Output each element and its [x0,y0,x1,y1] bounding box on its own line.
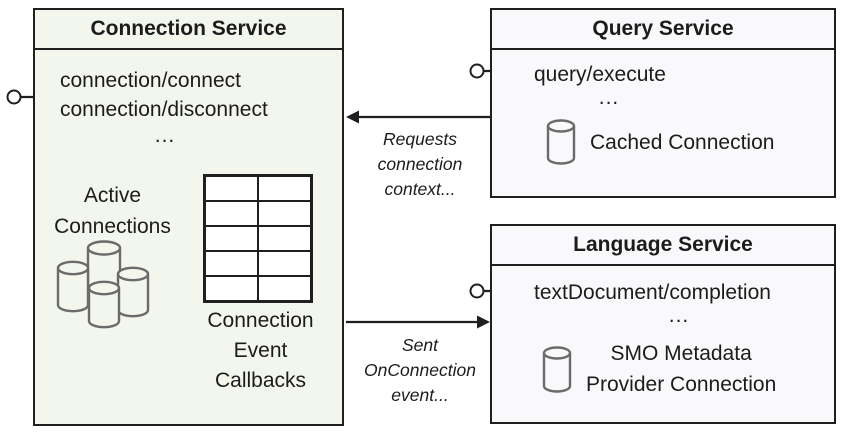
query-service-box: Query Service query/execute ... Cached C… [490,8,836,198]
cached-connection-label: Cached Connection [590,130,775,154]
active-connections-label-line1: Active [83,184,142,207]
arrow-label-line: Sent [402,335,438,355]
callbacks-table-cell [258,251,311,276]
endpoint-textdocument-completion: textDocument/completion [534,281,771,304]
arrow-label-requests-connection-context: Requests connection context... [352,127,488,202]
callbacks-table-cell [205,251,258,276]
endpoint-connection-connect: connection/connect [60,69,241,92]
database-icon [546,119,576,165]
smo-connection-label-line2: Provider Connection [586,373,777,396]
arrow-label-line: context... [384,179,456,199]
endpoint-connection-disconnect: connection/disconnect [60,98,268,121]
connection-service-title: Connection Service [90,17,287,40]
connection-endpoints: connection/connect connection/disconnect [60,66,268,124]
callbacks-table-cell [205,176,258,201]
query-service-title: Query Service [592,17,734,40]
callbacks-label: Connection Event Callbacks [188,306,333,396]
active-connections-label: Active Connections [40,180,185,242]
language-service-header: Language Service [492,226,834,266]
callbacks-label-line1: Connection [207,309,314,332]
callbacks-table [203,174,313,303]
callbacks-table-cell [258,276,311,301]
active-connections-label-line2: Connections [54,215,171,238]
smo-connection-label-line1: SMO Metadata [610,342,752,365]
connection-service-box: Connection Service connection/connect co… [33,8,344,426]
arrow-query-to-connection [346,110,490,124]
arrow-label-line: Requests [383,129,457,149]
callbacks-label-line2: Event [233,339,288,362]
callbacks-table-cell [205,276,258,301]
language-service-box: Language Service textDocument/completion… [490,224,836,424]
cached-connection-row: Cached Connection [546,118,774,166]
smo-connection-label: SMO Metadata Provider Connection [586,338,776,400]
arrow-label-line: connection [377,154,463,174]
callbacks-table-cell [205,201,258,226]
connection-service-header: Connection Service [35,10,342,50]
arrow-label-line: OnConnection [364,360,476,380]
query-endpoints-ellipsis: ... [598,86,620,109]
arrow-label-sent-onconnection-event: Sent OnConnection event... [352,333,488,408]
callbacks-table-cell [205,226,258,251]
callbacks-table-cell [258,176,311,201]
language-service-title: Language Service [573,233,753,256]
database-icon [542,346,572,393]
callbacks-table-cell [258,201,311,226]
arrow-label-line: event... [391,385,449,405]
callbacks-label-line3: Callbacks [214,369,307,392]
language-endpoints-ellipsis: ... [668,304,690,327]
smo-connection-row: SMO Metadata Provider Connection [542,338,776,400]
connection-endpoints-ellipsis: ... [154,124,176,147]
database-cluster-icon [56,240,150,329]
endpoint-query-execute: query/execute [534,63,666,86]
callbacks-table-cell [258,226,311,251]
arrow-connection-to-language [346,315,490,329]
query-service-header: Query Service [492,10,834,50]
